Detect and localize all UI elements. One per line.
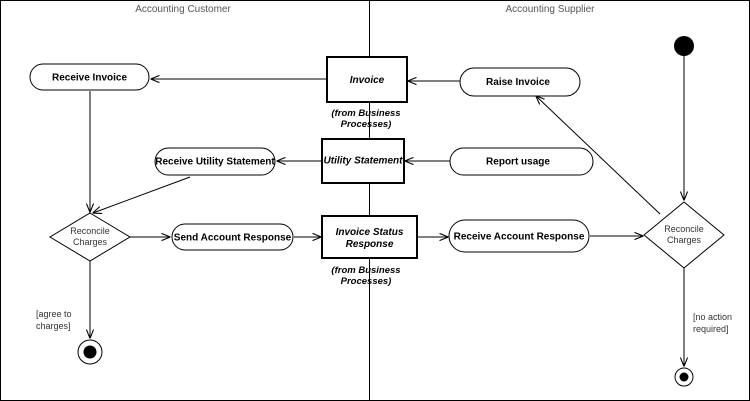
guard-no-action-line2: required]: [693, 324, 729, 334]
object-invoice-status-line1: Invoice Status: [336, 227, 404, 238]
activity-send-account-response-label: Send Account Response: [174, 233, 292, 244]
guard-agree-line2: charges]: [36, 321, 71, 331]
note-status-from-bp-line2: Processes): [341, 276, 392, 287]
activity-receive-invoice[interactable]: Receive Invoice: [29, 63, 150, 91]
lane-title-supplier: Accounting Supplier: [506, 4, 596, 15]
initial-node: [674, 36, 694, 56]
flow-reconcile-to-raise: [536, 96, 661, 215]
decision-reconcile-charges-left[interactable]: Reconcile Charges: [49, 212, 131, 262]
lane-title-customer: Accounting Customer: [135, 4, 231, 15]
note-invoice-from-bp-line2: Processes): [341, 119, 392, 130]
guard-no-action-line1: [no action: [693, 312, 732, 322]
object-invoice-label: Invoice: [350, 75, 385, 86]
activity-raise-invoice[interactable]: Raise Invoice: [459, 67, 581, 97]
decision-right-label-line1: Reconcile: [664, 224, 704, 234]
object-utility-statement[interactable]: Utility Statement: [321, 138, 405, 184]
activity-receive-invoice-label: Receive Invoice: [52, 73, 127, 84]
object-invoice-status-line2: Response: [346, 239, 394, 250]
guard-agree-line1: [agree to: [36, 309, 72, 319]
flow-receive-statement-to-reconcile: [93, 176, 191, 213]
decision-left-label-line2: Charges: [73, 237, 108, 247]
object-invoice-status-response[interactable]: Invoice Status Response: [321, 215, 418, 259]
note-invoice-from-bp-line1: (from Business: [331, 108, 400, 119]
activity-report-usage-label: Report usage: [486, 157, 550, 168]
final-node-left: [77, 339, 103, 365]
decision-reconcile-charges-right[interactable]: Reconcile Charges: [643, 201, 725, 269]
final-node-right: [674, 367, 694, 387]
activity-receive-account-response-label: Receive Account Response: [454, 232, 585, 243]
activity-report-usage[interactable]: Report usage: [449, 147, 594, 176]
activity-send-account-response[interactable]: Send Account Response: [171, 223, 294, 251]
object-invoice[interactable]: Invoice: [326, 56, 408, 103]
activity-receive-utility-statement[interactable]: Receive Utility Statement: [154, 147, 276, 176]
decision-left-label-line1: Reconcile: [70, 226, 110, 236]
object-utility-statement-label: Utility Statement: [324, 156, 404, 167]
activity-raise-invoice-label: Raise Invoice: [486, 77, 550, 88]
activity-receive-account-response[interactable]: Receive Account Response: [448, 219, 590, 253]
activity-receive-utility-statement-label: Receive Utility Statement: [155, 157, 275, 168]
note-status-from-bp-line1: (from Business: [331, 265, 400, 276]
decision-right-label-line2: Charges: [667, 235, 702, 245]
